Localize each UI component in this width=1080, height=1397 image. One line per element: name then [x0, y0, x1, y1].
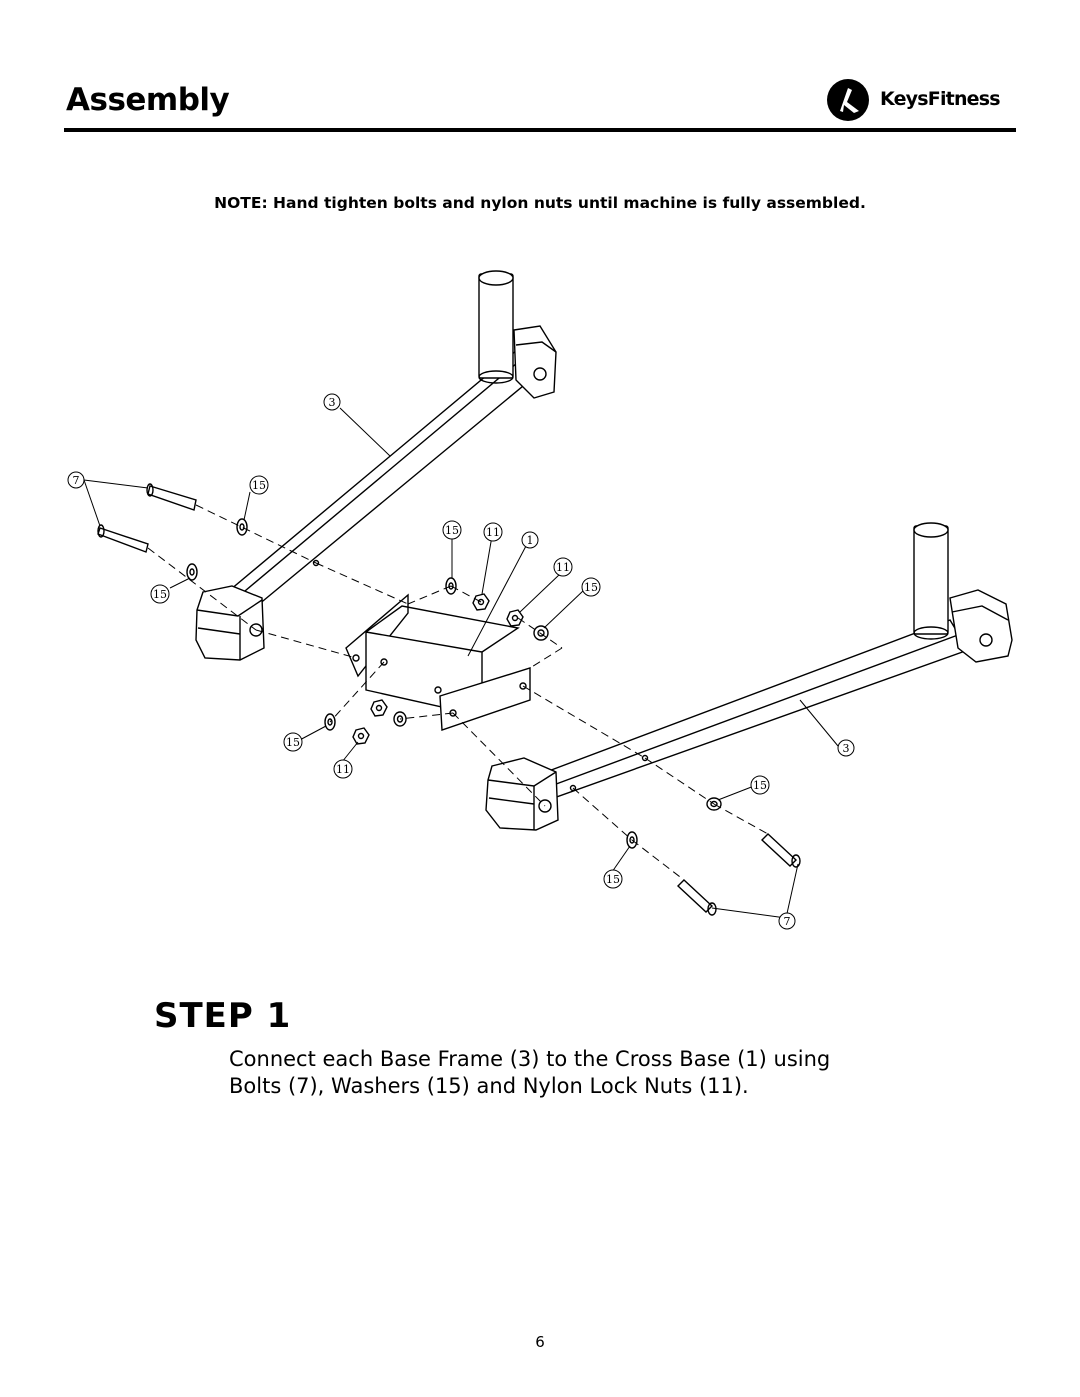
- callout-nut-a: 11: [483, 522, 503, 542]
- svg-text:3: 3: [329, 396, 336, 409]
- callout-bolt-left: 7: [67, 471, 85, 489]
- page-title: Assembly: [66, 82, 230, 118]
- svg-text:11: 11: [486, 526, 500, 539]
- callout-washer-c: 15: [442, 520, 462, 540]
- leader-lines: [83, 407, 839, 919]
- callout-washer-g: 15: [603, 869, 623, 889]
- brand-name-bold: Keys: [880, 88, 929, 110]
- callout-bolt-right: 7: [778, 912, 796, 930]
- assembly-lines: [147, 504, 769, 881]
- svg-text:15: 15: [153, 588, 167, 601]
- assembly-diagram: 3 7 15 15 15 11 1 11 15 15 11 3 15 15 7: [67, 270, 1013, 930]
- svg-text:15: 15: [584, 581, 598, 594]
- brand-logo: KeysFitness: [826, 78, 1026, 122]
- callout-washer-f: 15: [750, 775, 770, 795]
- left-bolts: [97, 483, 197, 553]
- callout-frame-right: 3: [837, 739, 855, 757]
- svg-text:15: 15: [445, 524, 459, 537]
- step-heading: STEP 1: [154, 996, 292, 1036]
- step-instructions: Connect each Base Frame (3) to the Cross…: [229, 1047, 831, 1098]
- cross-base: [345, 593, 531, 731]
- svg-text:7: 7: [784, 915, 791, 928]
- keys-fitness-logo-icon: [827, 79, 869, 121]
- callout-nut-c: 11: [333, 759, 353, 779]
- right-bolts: [676, 833, 801, 916]
- callout-nut-b: 11: [553, 557, 573, 577]
- page-number: 6: [535, 1333, 545, 1351]
- callout-frame-left: 3: [323, 393, 341, 411]
- header-rule: [64, 128, 1016, 132]
- brand-name-rest: Fitness: [927, 88, 1001, 110]
- svg-text:15: 15: [252, 479, 266, 492]
- callout-washer-d: 15: [581, 577, 601, 597]
- svg-text:11: 11: [336, 763, 350, 776]
- svg-text:3: 3: [843, 742, 850, 755]
- washers: [186, 518, 722, 849]
- callout-cross-base: 1: [521, 531, 539, 549]
- callout-washer-e: 15: [283, 732, 303, 752]
- callout-washer-b: 15: [150, 584, 170, 604]
- nylon-lock-nuts: [352, 593, 524, 745]
- svg-text:1: 1: [527, 534, 534, 547]
- assembly-note: NOTE: Hand tighten bolts and nylon nuts …: [214, 194, 866, 212]
- svg-text:15: 15: [753, 779, 767, 792]
- svg-text:15: 15: [286, 736, 300, 749]
- svg-text:15: 15: [606, 873, 620, 886]
- callout-washer-a: 15: [249, 475, 269, 495]
- brand-name: KeysFitness: [880, 88, 1001, 110]
- svg-text:11: 11: [556, 561, 570, 574]
- svg-text:7: 7: [73, 474, 80, 487]
- left-base-frame: [195, 270, 557, 661]
